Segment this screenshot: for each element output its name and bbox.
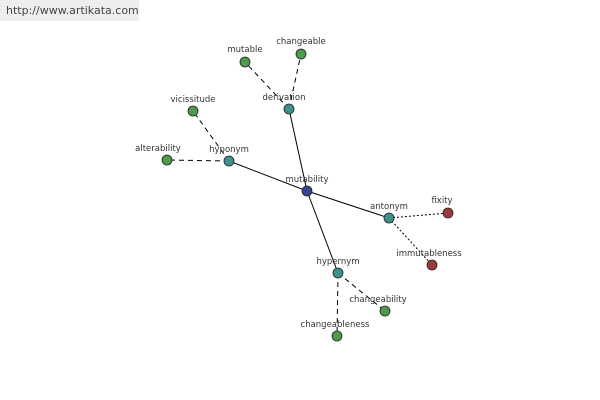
- edge-mutability-hypernym: [306, 190, 339, 274]
- node-dot-changeableness[interactable]: [331, 330, 343, 342]
- node-label-antonym[interactable]: antonym: [370, 202, 408, 212]
- node-dot-vicissitude[interactable]: [187, 105, 199, 117]
- edge-mutability-antonym: [306, 190, 390, 219]
- node-label-hypernym[interactable]: hypernym: [316, 257, 359, 267]
- node-label-mutable[interactable]: mutable: [227, 45, 262, 55]
- edges-layer: [166, 53, 449, 337]
- node-changeability[interactable]: changeability: [349, 295, 407, 317]
- node-dot-immutableness[interactable]: [426, 259, 438, 271]
- node-label-changeable[interactable]: changeable: [276, 37, 325, 47]
- node-dot-fixity[interactable]: [442, 207, 454, 219]
- node-changeable[interactable]: changeable: [276, 37, 326, 60]
- node-derivation[interactable]: derivation: [262, 93, 306, 115]
- node-dot-changeable[interactable]: [295, 48, 307, 60]
- node-dot-changeability[interactable]: [379, 305, 391, 317]
- node-label-derivation[interactable]: derivation: [262, 93, 305, 103]
- edge-hypernym-changeability: [337, 272, 386, 312]
- nodes-layer: mutability derivation hyponym antonym hypern…: [135, 37, 462, 342]
- site-url-watermark[interactable]: http://www.artikata.com: [0, 0, 139, 21]
- edge-mutability-hyponym: [228, 160, 308, 192]
- node-label-changeability[interactable]: changeability: [349, 295, 406, 305]
- node-immutableness[interactable]: immutableness: [396, 249, 462, 271]
- node-label-mutability[interactable]: mutability: [285, 175, 328, 185]
- node-mutability[interactable]: mutability: [285, 175, 329, 197]
- edge-mutability-derivation: [288, 108, 308, 192]
- node-dot-hypernym[interactable]: [332, 267, 344, 279]
- node-label-fixity[interactable]: fixity: [431, 196, 452, 206]
- edge-hypernym-changeableness: [336, 272, 339, 337]
- node-dot-derivation[interactable]: [283, 103, 295, 115]
- node-dot-mutability[interactable]: [301, 185, 313, 197]
- node-mutable[interactable]: mutable: [227, 45, 263, 68]
- edge-derivation-changeable: [288, 53, 302, 110]
- node-label-immutableness[interactable]: immutableness: [396, 249, 462, 259]
- edge-hyponym-vicissitude: [192, 110, 230, 162]
- node-label-hyponym[interactable]: hyponym: [209, 145, 249, 155]
- edge-hyponym-alterability: [166, 159, 230, 162]
- edge-derivation-mutable: [244, 61, 290, 110]
- node-label-vicissitude[interactable]: vicissitude: [171, 95, 216, 105]
- node-label-changeableness[interactable]: changeableness: [301, 320, 371, 330]
- edge-antonym-immutableness: [388, 217, 433, 266]
- node-hyponym[interactable]: hyponym: [209, 145, 249, 167]
- node-dot-hyponym[interactable]: [223, 155, 235, 167]
- node-label-alterability[interactable]: alterability: [135, 144, 181, 154]
- node-hypernym[interactable]: hypernym: [316, 257, 360, 279]
- node-dot-alterability[interactable]: [161, 154, 173, 166]
- node-changeableness[interactable]: changeableness: [301, 320, 371, 342]
- node-fixity[interactable]: fixity: [431, 196, 454, 219]
- node-antonym[interactable]: antonym: [370, 202, 408, 224]
- edge-antonym-fixity: [388, 212, 449, 219]
- node-dot-antonym[interactable]: [383, 212, 395, 224]
- node-alterability[interactable]: alterability: [135, 144, 181, 166]
- node-vicissitude[interactable]: vicissitude: [171, 95, 216, 117]
- node-dot-mutable[interactable]: [239, 56, 251, 68]
